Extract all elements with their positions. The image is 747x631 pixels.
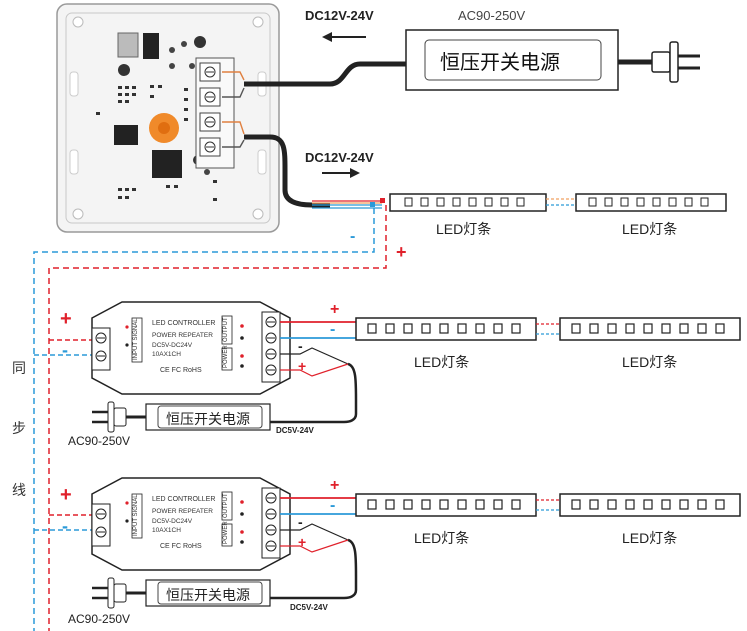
- repeater-2-minus: -: [62, 516, 68, 536]
- dimmer-panel: [56, 3, 280, 233]
- repeater-1-title: LED CONTROLLER: [152, 320, 216, 327]
- repeater-1-ac-label: AC90-250V: [68, 434, 131, 448]
- repeater-1-ch: 10AX1CH: [152, 351, 181, 358]
- repeater-2-power-tag: POWER: [223, 521, 229, 544]
- repeater-2-psu-label: 恒压开关电源: [166, 587, 250, 603]
- led-strip-label-2: LED灯条: [622, 221, 678, 237]
- repeater-2-ch: 10AX1CH: [152, 527, 181, 534]
- repeater-1-output-tag: OUTPUT: [223, 317, 229, 342]
- repeater-2-pwr-plus: +: [298, 534, 307, 550]
- dimmer-wires: [222, 61, 406, 209]
- minus-sign: -: [350, 228, 356, 245]
- repeater-1-dc-label: DC5V-24V: [276, 426, 314, 435]
- repeater-2-led-2: LED灯条: [622, 530, 678, 546]
- repeater-2-volt: DC5V-DC24V: [152, 518, 193, 525]
- top-psu: [405, 29, 700, 91]
- repeater-2-title: LED CONTROLLER: [152, 496, 216, 503]
- repeater-2-dc-label: DC5V-24V: [290, 603, 328, 612]
- plus-sign: +: [396, 242, 407, 262]
- repeater-1-psu-label: 恒压开关电源: [166, 411, 250, 427]
- repeater-2-sub: POWER REPEATER: [152, 508, 213, 515]
- repeater-2-out-plus: +: [330, 477, 340, 494]
- led-strip-label-1: LED灯条: [436, 221, 492, 237]
- repeater-1-cert: CE FC RoHS: [160, 367, 202, 374]
- sync-lines: [33, 205, 387, 631]
- repeater-2-graphics: [91, 477, 741, 609]
- repeater-1-sub: POWER REPEATER: [152, 332, 213, 339]
- repeater-2-plus: +: [60, 484, 72, 506]
- arrows: [322, 32, 366, 178]
- repeater-1-out-plus: +: [330, 301, 340, 318]
- repeater-1-led-1: LED灯条: [414, 354, 470, 370]
- repeater-2-ac-label: AC90-250V: [68, 612, 131, 626]
- dc-in-label: DC12V-24V: [305, 8, 374, 23]
- repeater-1-input-tag: INPUT SIGNAL: [133, 318, 139, 360]
- repeater-1-pwr-minus: -: [298, 338, 303, 354]
- repeater-2-out-minus: -: [330, 497, 336, 514]
- repeater-1-graphics: [91, 301, 741, 433]
- top-led-strips: [389, 193, 727, 212]
- sync-char-1: 同: [12, 360, 26, 376]
- psu-label: 恒压开关电源: [440, 52, 560, 74]
- repeater-2-led-1: LED灯条: [414, 530, 470, 546]
- sync-char-3: 线: [12, 482, 26, 498]
- repeater-1-led-2: LED灯条: [622, 354, 678, 370]
- repeater-1-power-tag: POWER: [223, 345, 229, 368]
- repeater-1-plus: +: [60, 308, 72, 330]
- ac-label: AC90-250V: [458, 8, 526, 23]
- repeater-1-minus: -: [62, 340, 68, 360]
- dc-out-label: DC12V-24V: [305, 150, 374, 165]
- repeater-2-cert: CE FC RoHS: [160, 543, 202, 550]
- repeater-1-pwr-plus: +: [298, 358, 307, 374]
- sync-char-2: 步: [12, 420, 26, 436]
- repeater-1-volt: DC5V-DC24V: [152, 342, 193, 349]
- repeater-2-input-tag: INPUT SIGNAL: [133, 494, 139, 536]
- repeater-2-pwr-minus: -: [298, 514, 303, 530]
- repeater-2-output-tag: OUTPUT: [223, 493, 229, 518]
- repeater-1-out-minus: -: [330, 321, 336, 338]
